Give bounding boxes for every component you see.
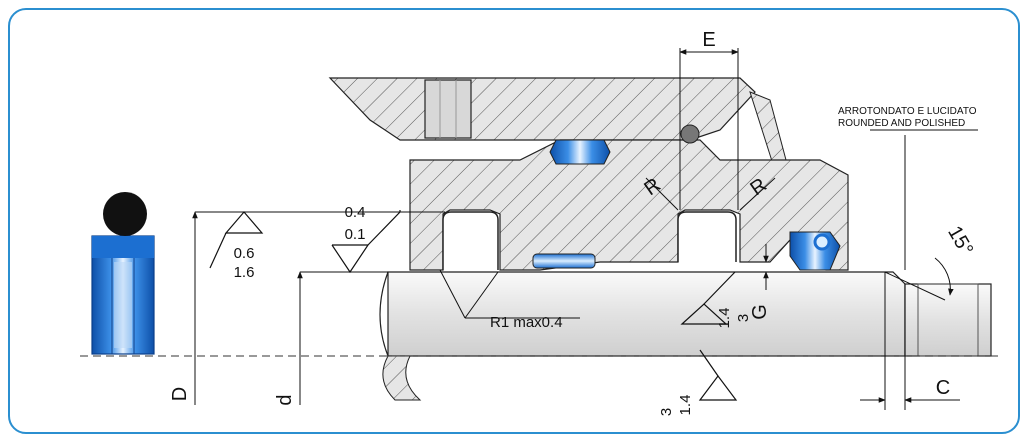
cover-seal	[549, 139, 611, 165]
guide-ring	[532, 253, 596, 269]
dim-d-outer-label: D	[169, 387, 191, 401]
dim-c-label: C	[936, 377, 950, 399]
diagram-frame	[8, 8, 1020, 434]
gland-housing	[409, 139, 849, 271]
rod	[379, 271, 992, 401]
roughness-a-top: 0.4	[345, 204, 366, 221]
roughness-b-top: 0.6	[234, 245, 255, 262]
surface-note-italian: ARROTONDATO E LUCIDATO	[838, 106, 977, 117]
wiper-seal	[789, 231, 841, 271]
roughness-d-bottom: 1.4	[677, 395, 694, 416]
dim-g-label: G	[749, 304, 771, 320]
roughness-c-top: 1.4	[716, 308, 733, 329]
chamfer-angle-label: 15°	[943, 222, 977, 259]
dim-e-label: E	[702, 29, 715, 51]
cover-plate	[328, 77, 791, 181]
dimension-lines	[192, 48, 978, 410]
roughness-d-top: 3	[658, 408, 675, 416]
dim-d-rod-label: d	[274, 394, 296, 405]
roughness-b-bottom: 1.6	[234, 264, 255, 281]
roughness-a-bottom: 0.1	[345, 226, 366, 243]
roughness-symbols	[209, 210, 738, 401]
rod-seal-illustration	[91, 192, 155, 355]
roughness-c-bottom: 3	[735, 314, 752, 322]
surface-note-english: ROUNDED AND POLISHED	[838, 118, 965, 129]
o-ring-section	[680, 124, 700, 144]
radius-note: R1 max0.4	[490, 314, 563, 331]
